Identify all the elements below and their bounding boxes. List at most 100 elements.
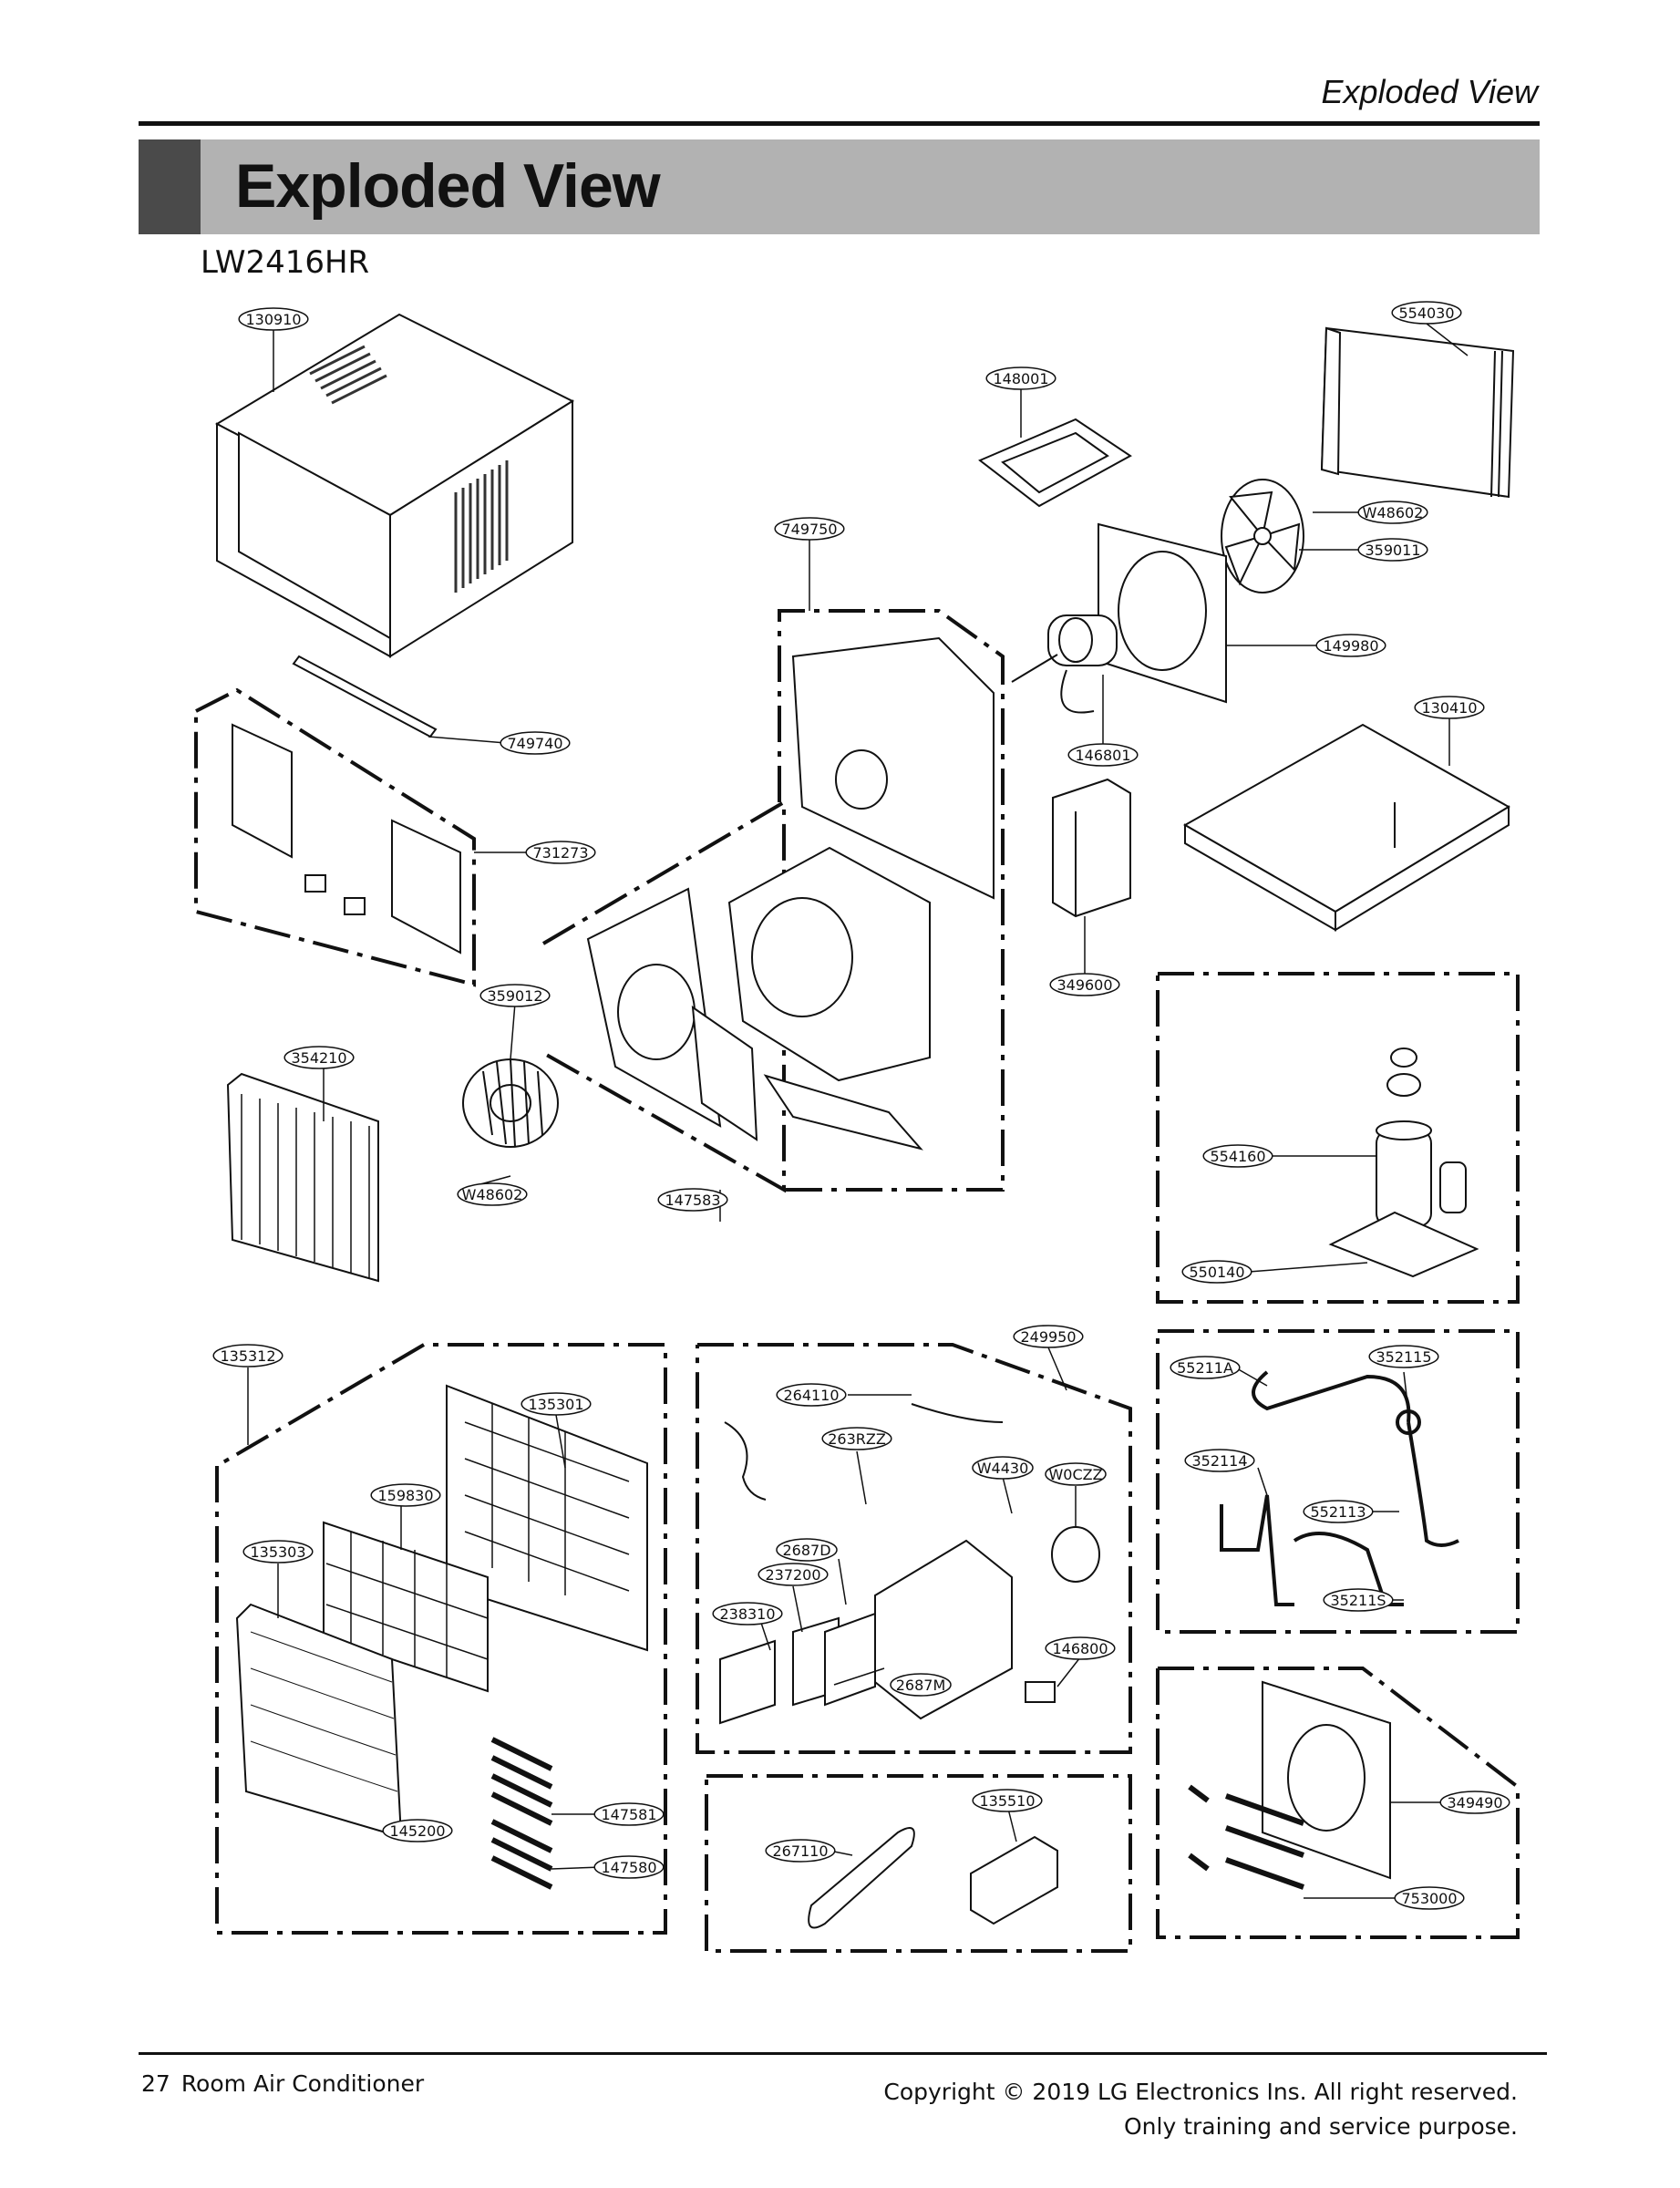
callout-ellipse xyxy=(1414,696,1485,719)
callout-ellipse xyxy=(776,1538,838,1562)
part-callout: 159830 xyxy=(370,1483,441,1507)
part-callout: 237200 xyxy=(758,1563,829,1586)
callout-ellipse xyxy=(457,1182,528,1206)
part-callout: 135303 xyxy=(242,1540,314,1564)
part-callout: 554030 xyxy=(1391,301,1462,325)
condenser-fan-part xyxy=(1221,479,1304,593)
part-callout: 264110 xyxy=(776,1383,847,1407)
part-callout: 550140 xyxy=(1181,1260,1252,1284)
part-callout: W48602 xyxy=(1357,501,1428,524)
callout-part-number: W4430 xyxy=(977,1460,1029,1477)
callout-part-number: W48602 xyxy=(1363,504,1424,521)
callout-ellipse xyxy=(1013,1325,1084,1348)
callout-ellipse xyxy=(712,1602,783,1626)
callout-part-number: 554160 xyxy=(1210,1148,1265,1165)
callout-ellipse xyxy=(1202,1144,1273,1168)
callout-ellipse xyxy=(1045,1636,1116,1660)
callout-part-number: 149980 xyxy=(1323,637,1378,655)
callout-ellipse xyxy=(1181,1260,1252,1284)
part-callout: 145200 xyxy=(382,1819,453,1842)
callout-ellipse xyxy=(758,1563,829,1586)
callout-ellipse xyxy=(1391,301,1462,325)
part-callout: 135510 xyxy=(972,1789,1043,1812)
document-name: Room Air Conditioner xyxy=(180,2070,425,2097)
callout-part-number: 35211S xyxy=(1330,1592,1386,1609)
callout-part-number: 349490 xyxy=(1447,1794,1502,1811)
callout-part-number: 552113 xyxy=(1310,1503,1366,1521)
cabinet-part xyxy=(214,313,575,658)
callout-part-number: 147583 xyxy=(665,1192,720,1209)
part-callout: 554160 xyxy=(1202,1144,1273,1168)
header-rule xyxy=(139,121,1540,126)
callout-ellipse xyxy=(1315,634,1386,657)
part-callout: 130410 xyxy=(1414,696,1485,719)
louver-set-part xyxy=(490,1737,553,1890)
part-callout: 2687D xyxy=(776,1538,838,1562)
callout-part-number: 135312 xyxy=(220,1347,275,1365)
callout-ellipse xyxy=(500,731,571,755)
callout-ellipse xyxy=(525,841,596,864)
callout-part-number: 731273 xyxy=(532,844,588,862)
part-callout: 352114 xyxy=(1184,1449,1255,1472)
callout-ellipse xyxy=(283,1046,355,1069)
base-pan-part xyxy=(1182,723,1510,932)
callout-ellipse xyxy=(774,517,845,541)
callout-ellipse xyxy=(212,1344,283,1368)
callout-ellipse xyxy=(1303,1500,1374,1523)
part-callout: 749740 xyxy=(500,731,571,755)
part-callout: 146801 xyxy=(1067,743,1139,767)
callout-ellipse xyxy=(520,1392,592,1416)
callout-ellipse xyxy=(972,1456,1034,1480)
callout-part-number: 146800 xyxy=(1052,1640,1108,1657)
part-callout: 359012 xyxy=(479,984,551,1007)
usage-notice: Only training and service purpose. xyxy=(1124,2113,1518,2140)
callout-part-number: 135303 xyxy=(250,1543,305,1561)
callout-ellipse xyxy=(776,1383,847,1407)
callout-part-number: W48602 xyxy=(462,1186,523,1203)
callout-part-number: 238310 xyxy=(719,1605,775,1623)
callout-part-number: 147580 xyxy=(601,1859,656,1876)
callout-part-number: 2687D xyxy=(782,1542,830,1559)
part-callout: 263RZZ xyxy=(821,1427,892,1450)
callout-part-number: 249950 xyxy=(1020,1328,1076,1346)
callout-part-number: W0CZZ xyxy=(1048,1466,1102,1483)
condenser-coil-part xyxy=(1320,326,1515,499)
callout-part-number: 749740 xyxy=(507,735,562,752)
fan-motor-part xyxy=(1011,614,1118,714)
callout-ellipse xyxy=(1184,1449,1255,1472)
callout-part-number: 159830 xyxy=(377,1487,433,1504)
callout-ellipse xyxy=(1170,1356,1241,1379)
footer-right: Copyright © 2019 LG Electronics Ins. All… xyxy=(883,2075,1518,2144)
part-callout: 352115 xyxy=(1368,1345,1439,1368)
copyright-text: Copyright © 2019 LG Electronics Ins. All… xyxy=(883,2079,1518,2105)
callout-part-number: 145200 xyxy=(389,1822,445,1840)
running-head: Exploded View xyxy=(1321,73,1539,110)
callout-ellipse xyxy=(238,307,309,331)
callout-part-number: 146801 xyxy=(1075,747,1130,764)
callout-part-number: 749750 xyxy=(781,521,837,538)
callout-part-number: 550140 xyxy=(1189,1264,1244,1281)
part-callout: W4430 xyxy=(972,1456,1034,1480)
blower-wheel-part xyxy=(462,1058,559,1148)
part-callout: 267110 xyxy=(765,1839,836,1863)
callout-ellipse xyxy=(821,1427,892,1450)
callout-ellipse xyxy=(1323,1588,1394,1612)
callout-ellipse xyxy=(1067,743,1139,767)
callout-ellipse xyxy=(890,1673,952,1697)
callout-part-number: 135510 xyxy=(979,1792,1035,1810)
callout-ellipse xyxy=(657,1188,728,1212)
callout-part-number: 147581 xyxy=(601,1806,656,1823)
part-callout: 130910 xyxy=(238,307,309,331)
callout-ellipse xyxy=(370,1483,441,1507)
part-callout: 238310 xyxy=(712,1602,783,1626)
callout-ellipse xyxy=(1394,1886,1465,1910)
callout-part-number: 352115 xyxy=(1376,1348,1431,1366)
part-callout: 147583 xyxy=(657,1188,728,1212)
remote-controller-part xyxy=(808,1827,915,1929)
callout-ellipse xyxy=(479,984,551,1007)
part-callout: 354210 xyxy=(283,1046,355,1069)
callout-ellipse xyxy=(972,1789,1043,1812)
callout-ellipse xyxy=(382,1819,453,1842)
evaporator-coil-part xyxy=(226,1072,379,1283)
